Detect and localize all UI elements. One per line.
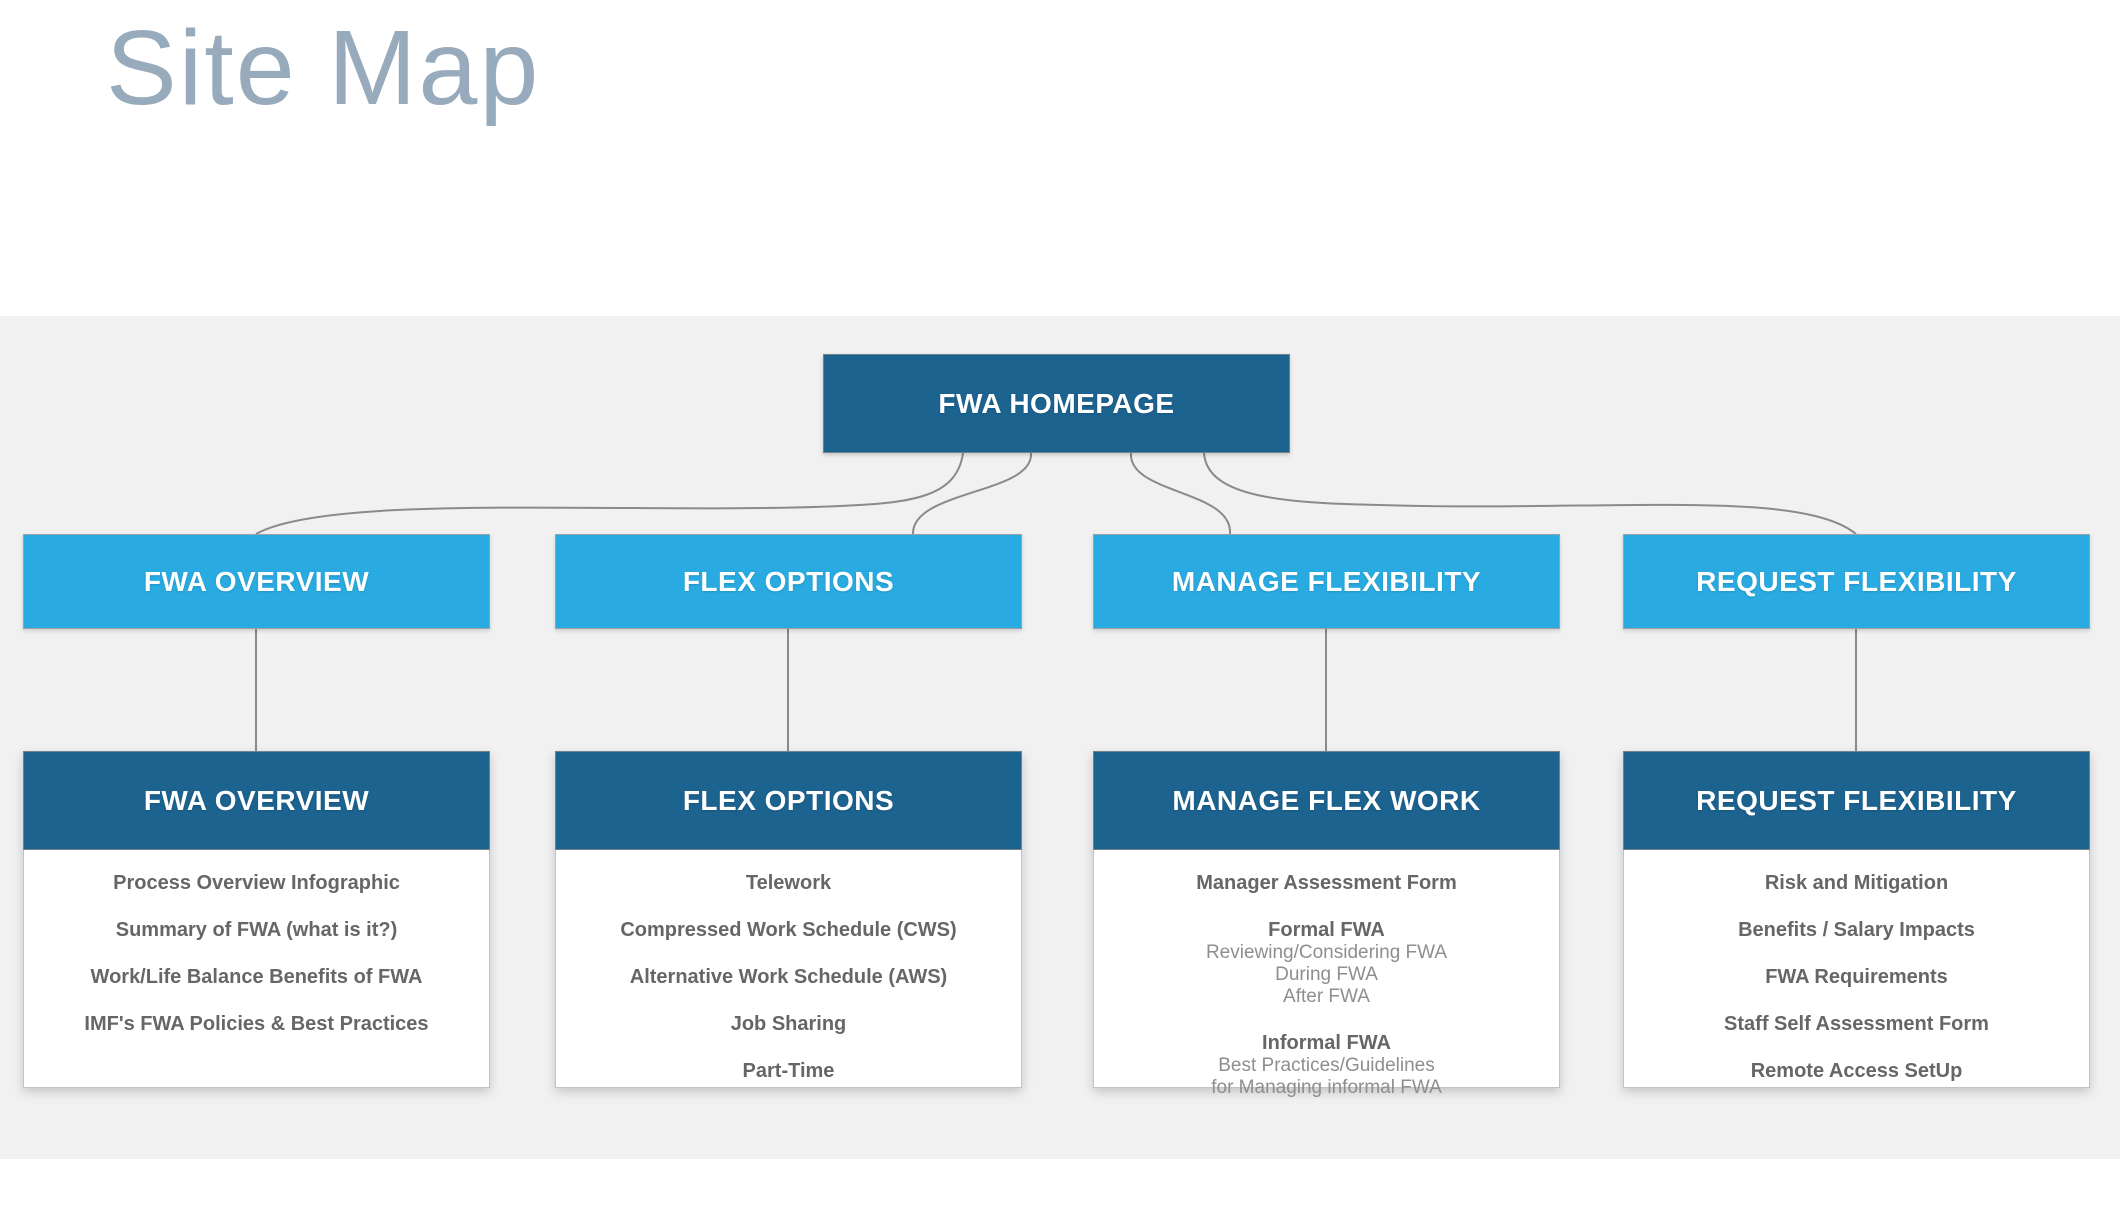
- list-item-label: Part-Time: [742, 1060, 835, 1082]
- node-request-flexibility: REQUEST FLEXIBILITY: [1623, 534, 2090, 629]
- list-item-label: Job Sharing: [730, 1013, 847, 1035]
- list-item: Informal FWA Best Practices/Guidelines f…: [1211, 1031, 1442, 1099]
- list-item: Formal FWA Reviewing/Considering FWA Dur…: [1206, 918, 1447, 1008]
- list-subitem-label: Best Practices/Guidelines: [1218, 1055, 1435, 1076]
- list-item-label: Compressed Work Schedule (CWS): [620, 919, 957, 941]
- list-item: Job Sharing: [731, 1012, 847, 1036]
- card-request-flexibility-header: REQUEST FLEXIBILITY: [1623, 751, 2090, 850]
- list-item: Telework: [746, 871, 831, 895]
- list-item: Work/Life Balance Benefits of FWA: [91, 965, 423, 989]
- card-request-flexibility-title: REQUEST FLEXIBILITY: [1696, 784, 2017, 816]
- node-homepage-label: FWA HOMEPAGE: [938, 387, 1175, 419]
- list-item: IMF's FWA Policies & Best Practices: [84, 1012, 428, 1036]
- list-item-label: Process Overview Infographic: [113, 872, 400, 894]
- list-item-label: Alternative Work Schedule (AWS): [629, 966, 948, 988]
- card-flex-options-title: FLEX OPTIONS: [682, 784, 895, 816]
- card-fwa-overview-header: FWA OVERVIEW: [23, 751, 490, 850]
- list-item: Risk and Mitigation: [1765, 871, 1948, 895]
- card-fwa-overview-title: FWA OVERVIEW: [143, 784, 370, 816]
- list-item: Alternative Work Schedule (AWS): [630, 965, 947, 989]
- list-item: Compressed Work Schedule (CWS): [620, 918, 956, 942]
- list-subitem-label: During FWA: [1275, 964, 1378, 985]
- list-item: Remote Access SetUp: [1751, 1059, 1963, 1083]
- node-fwa-overview-label: FWA OVERVIEW: [143, 565, 370, 597]
- list-item: Staff Self Assessment Form: [1724, 1012, 1989, 1036]
- node-request-flexibility-label: REQUEST FLEXIBILITY: [1696, 565, 2017, 597]
- card-fwa-overview-list: Process Overview Infographic Summary of …: [24, 850, 489, 1059]
- node-manage-flexibility-label: MANAGE FLEXIBILITY: [1171, 565, 1482, 597]
- list-item-label: Telework: [745, 872, 832, 894]
- card-manage-flex-work: MANAGE FLEX WORK Manager Assessment Form…: [1093, 751, 1560, 1098]
- card-manage-flex-work-title: MANAGE FLEX WORK: [1172, 784, 1481, 816]
- card-flex-options: FLEX OPTIONS Telework Compressed Work Sc…: [555, 751, 1022, 1088]
- list-item: Process Overview Infographic: [113, 871, 400, 895]
- card-flex-options-list: Telework Compressed Work Schedule (CWS) …: [556, 850, 1021, 1106]
- list-subitem-label: Reviewing/Considering FWA: [1205, 942, 1448, 963]
- node-manage-flexibility: MANAGE FLEXIBILITY: [1093, 534, 1560, 629]
- list-item: Summary of FWA (what is it?): [116, 918, 398, 942]
- node-flex-options: FLEX OPTIONS: [555, 534, 1022, 629]
- list-subitem-label: After FWA: [1283, 986, 1370, 1007]
- card-request-flexibility: REQUEST FLEXIBILITY Risk and Mitigation …: [1623, 751, 2090, 1088]
- card-manage-flex-work-header: MANAGE FLEX WORK: [1093, 751, 1560, 850]
- node-fwa-overview: FWA OVERVIEW: [23, 534, 490, 629]
- card-request-flexibility-list: Risk and Mitigation Benefits / Salary Im…: [1624, 850, 2089, 1106]
- list-item-label: Staff Self Assessment Form: [1724, 1013, 1989, 1035]
- node-homepage: FWA HOMEPAGE: [823, 354, 1290, 453]
- list-subitem-label: for Managing informal FWA: [1211, 1077, 1442, 1098]
- card-manage-flex-work-list: Manager Assessment Form Formal FWA Revie…: [1094, 850, 1559, 1122]
- list-item-label: Formal FWA: [1268, 919, 1385, 941]
- list-item-label: Work/Life Balance Benefits of FWA: [90, 966, 423, 988]
- list-item-label: Remote Access SetUp: [1750, 1060, 1963, 1082]
- list-item: FWA Requirements: [1765, 965, 1948, 989]
- list-item-label: Informal FWA: [1262, 1032, 1391, 1054]
- page-title: Site Map: [106, 9, 541, 127]
- card-flex-options-header: FLEX OPTIONS: [555, 751, 1022, 850]
- list-item: Part-Time: [743, 1059, 835, 1083]
- list-item-label: Risk and Mitigation: [1764, 872, 1949, 894]
- card-fwa-overview: FWA OVERVIEW Process Overview Infographi…: [23, 751, 490, 1088]
- list-item-label: Benefits / Salary Impacts: [1738, 919, 1975, 941]
- list-item-label: Summary of FWA (what is it?): [115, 919, 398, 941]
- list-item-label: Manager Assessment Form: [1196, 872, 1457, 894]
- list-item: Benefits / Salary Impacts: [1738, 918, 1975, 942]
- list-item-label: IMF's FWA Policies & Best Practices: [84, 1013, 429, 1035]
- list-item-label: FWA Requirements: [1765, 966, 1948, 988]
- list-item: Manager Assessment Form: [1196, 871, 1456, 895]
- node-flex-options-label: FLEX OPTIONS: [682, 565, 895, 597]
